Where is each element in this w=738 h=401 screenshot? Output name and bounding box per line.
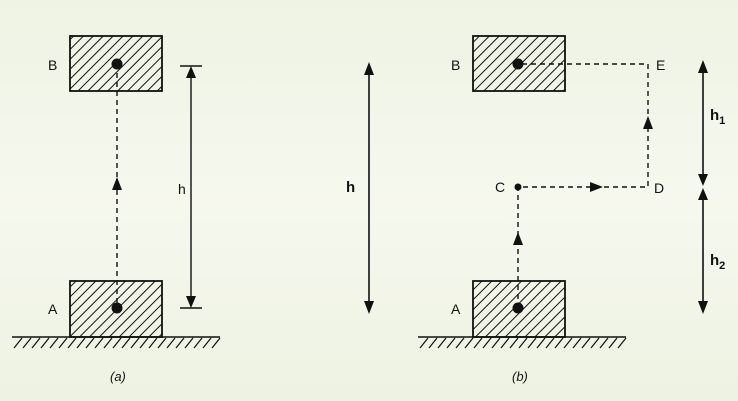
dot-c <box>514 183 522 191</box>
middle-dimension: h <box>346 62 374 314</box>
label-h1: h1 <box>710 107 725 127</box>
label-c: C <box>495 179 505 195</box>
arrowhead-b-de <box>643 116 653 129</box>
ground-a <box>12 336 221 349</box>
label-a-b: A <box>451 301 461 317</box>
dimension-h1-h2 <box>698 60 708 314</box>
label-h2: h2 <box>710 252 725 272</box>
panel-a: B A h (a) <box>12 35 221 384</box>
arrowhead-b-cd <box>590 182 603 192</box>
label-d: D <box>654 180 664 196</box>
dot-b-b <box>512 58 524 70</box>
label-e: E <box>656 57 665 73</box>
dot-a-b <box>512 302 524 314</box>
dimension-h-a <box>180 65 202 309</box>
label-b-a: B <box>48 57 57 73</box>
dot-b-a <box>111 58 123 70</box>
label-h1-sub: 1 <box>719 115 725 127</box>
label-h-a: h <box>178 181 186 197</box>
caption-b: (b) <box>512 369 528 384</box>
arrowhead-a-up <box>112 177 122 190</box>
panel-b: B A C D E h1 h2 (b) <box>418 35 725 384</box>
dot-a-a <box>111 302 123 314</box>
caption-a: (a) <box>110 369 126 384</box>
label-a-a: A <box>48 301 58 317</box>
label-b-b: B <box>451 57 460 73</box>
arrowhead-b-ac <box>513 232 523 245</box>
label-h2-base: h <box>710 252 719 269</box>
label-h-middle: h <box>346 179 355 196</box>
path-b-route <box>517 63 649 308</box>
ground-b <box>418 336 627 349</box>
label-h2-sub: 2 <box>719 260 725 272</box>
label-h1-base: h <box>710 107 719 124</box>
